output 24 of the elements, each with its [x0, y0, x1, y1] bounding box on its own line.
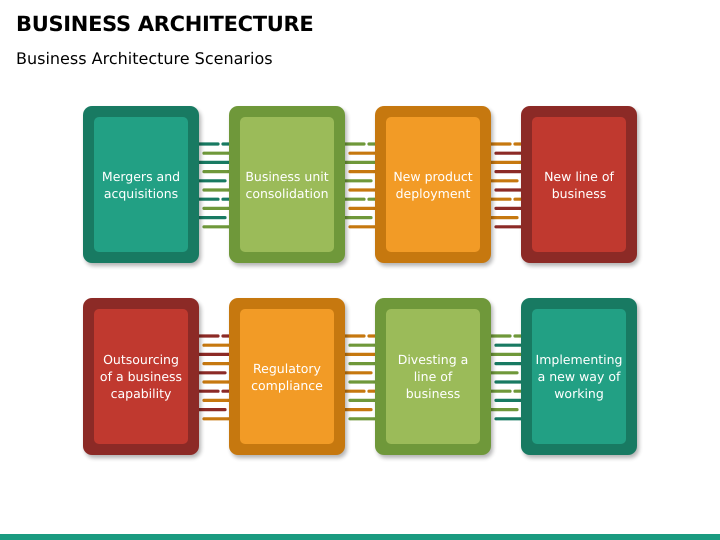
connector-line — [343, 352, 377, 356]
scenario-card — [83, 298, 199, 455]
scenario-label: Divesting a line of business — [396, 351, 470, 402]
scenario-card — [83, 106, 199, 263]
scenario-card — [521, 106, 637, 263]
scenario-label: Implementing a new way of working — [534, 351, 624, 402]
scenario-card — [375, 106, 491, 263]
subtitle: Business Architecture Scenarios — [16, 49, 273, 68]
scenario-card — [229, 298, 345, 455]
connector-line — [343, 160, 377, 164]
scenario-label: Outsourcing of a business capability — [98, 351, 184, 402]
scenario-label: New product deployment — [392, 168, 474, 202]
connector-line — [489, 352, 523, 356]
scenario-label: Mergers and acquisitions — [100, 168, 182, 202]
scenario-label: Regulatory compliance — [250, 360, 324, 394]
connector-line — [197, 352, 231, 356]
connector-line — [489, 160, 523, 164]
scenario-card — [229, 106, 345, 263]
scenario-card — [375, 298, 491, 455]
connector-line — [197, 160, 231, 164]
title: BUSINESS ARCHITECTURE — [16, 12, 314, 36]
scenario-label: Business unit consolidation — [244, 168, 330, 202]
scenario-card — [521, 298, 637, 455]
scenario-label: New line of business — [543, 168, 616, 202]
